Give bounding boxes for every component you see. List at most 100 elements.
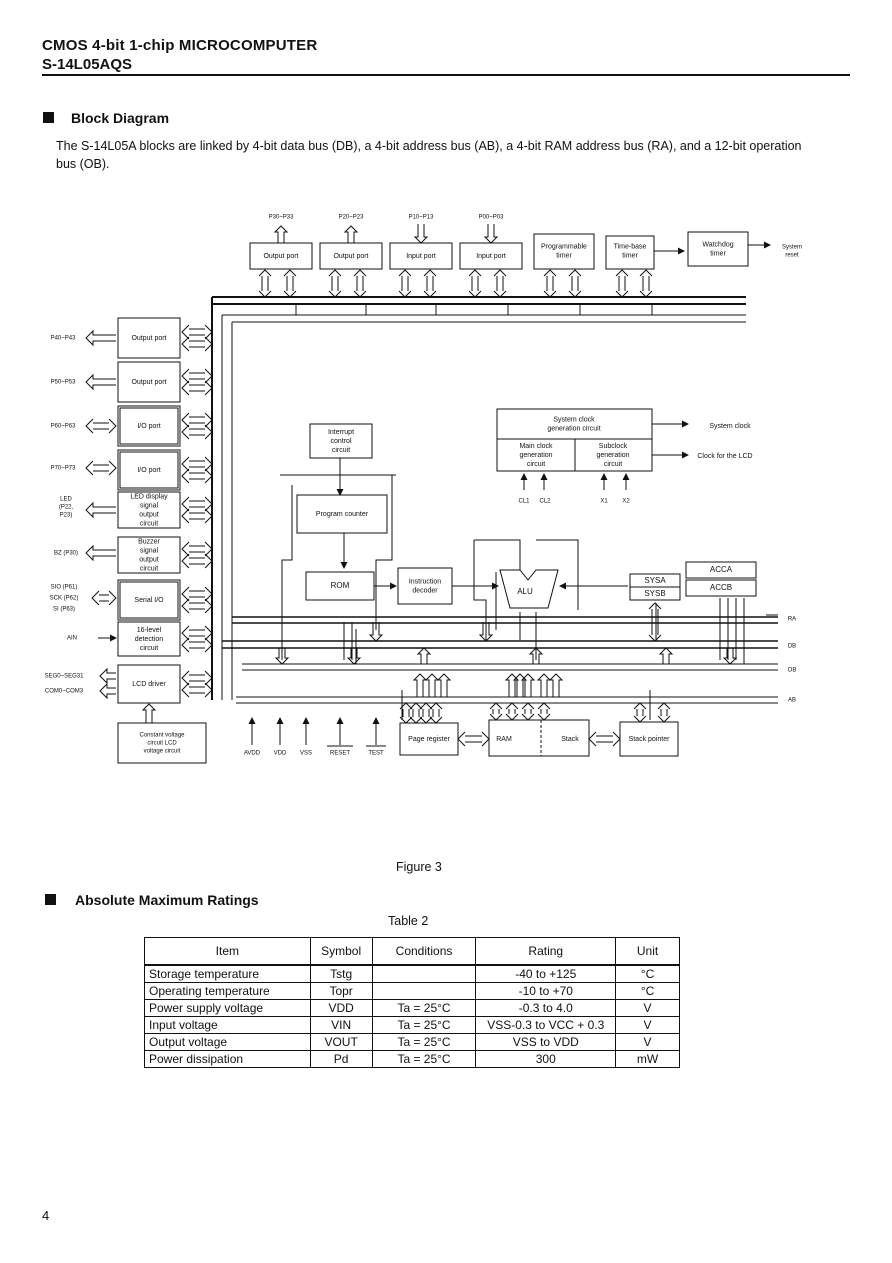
accb-box xyxy=(685,579,757,597)
port-bus-arrow xyxy=(398,269,412,298)
port-bus-arrow xyxy=(283,269,297,298)
stack-label: Stack xyxy=(561,736,579,743)
cell-unit: V xyxy=(615,1016,680,1034)
sys-bus-arrow xyxy=(648,602,662,642)
db-down-arrow xyxy=(346,648,362,665)
left-bus-arrow xyxy=(181,682,213,698)
left-block-4 xyxy=(117,491,181,529)
ab-up-arrow xyxy=(424,673,440,697)
subclock-box xyxy=(574,438,653,472)
bus-label-DB: DB xyxy=(788,644,796,650)
ra-down-arrow xyxy=(368,622,384,642)
left-bus-arrow xyxy=(181,368,213,384)
left-block-2-inner xyxy=(119,407,179,445)
ram-stack-box xyxy=(488,719,590,757)
interrupt-label: Interrupt xyxy=(328,429,354,436)
interrupt-label: circuit xyxy=(332,447,350,454)
left-bus-arrow xyxy=(181,508,213,524)
system-reset-label: reset xyxy=(785,253,799,259)
top-pin-label: P30~P33 xyxy=(269,215,295,221)
instruction-decoder-box xyxy=(397,567,453,605)
db-up-arrow xyxy=(416,647,432,664)
input-arrow xyxy=(483,224,499,244)
cell-conditions: Ta = 25°C xyxy=(371,1016,477,1034)
page-bus-arrow xyxy=(429,702,443,724)
programmable-timer-label: Programmable xyxy=(541,243,587,250)
left-bus-arrow xyxy=(181,412,213,428)
cell-conditions xyxy=(371,964,477,983)
left-bus-arrow xyxy=(181,598,213,614)
lcd-voltage-arrow xyxy=(141,703,157,723)
timer-bus-arrow xyxy=(639,269,653,298)
rom-label: ROM xyxy=(331,581,350,590)
col-symbol: Symbol xyxy=(309,937,373,966)
main-clock-label: Main clock xyxy=(519,443,553,450)
stack-pointer-box xyxy=(619,721,679,757)
clock-pin-label: CL1 xyxy=(518,499,530,505)
cell-unit: °C xyxy=(615,982,680,1000)
left-block-label: output xyxy=(139,556,159,563)
left-bus-arrow xyxy=(181,670,213,686)
bus-label-AB: AB xyxy=(788,698,796,704)
bottom-pin-label: TEST xyxy=(368,751,384,757)
left-pin-label: P40~P43 xyxy=(51,336,77,342)
clock-pin-label: CL2 xyxy=(539,499,551,505)
interrupt-label: control xyxy=(330,438,351,445)
cell-unit: °C xyxy=(615,964,680,983)
cell-rating: VSS to VDD xyxy=(475,1033,617,1051)
left-block-7 xyxy=(117,621,181,657)
watchdog-timer-box xyxy=(687,231,749,267)
left-pin-label: P23) xyxy=(60,513,73,519)
main-clock-label: circuit xyxy=(527,461,545,468)
watchdog-timer-label: timer xyxy=(710,250,726,257)
program-counter-label: Program counter xyxy=(316,511,369,518)
cell-symbol: VDD xyxy=(309,999,373,1017)
constant-voltage-label: Constant voltage xyxy=(139,733,185,739)
left-bus-arrow xyxy=(181,541,213,557)
cell-conditions: Ta = 25°C xyxy=(371,1050,477,1068)
ab-up-arrow xyxy=(548,673,564,697)
page-register-label: Page register xyxy=(408,736,450,743)
figure-caption: Figure 3 xyxy=(396,860,442,874)
cell-item: Output voltage xyxy=(144,1033,311,1051)
main-clock-box xyxy=(496,438,576,472)
col-item: Item xyxy=(144,937,311,966)
left-block-label: LED display xyxy=(130,493,168,500)
ab-up-arrow xyxy=(536,673,552,697)
cell-rating: -0.3 to 4.0 xyxy=(475,999,617,1017)
left-bus-arrow xyxy=(181,496,213,512)
left-block-label: LCD driver xyxy=(132,681,166,688)
left-block-label: output xyxy=(139,511,159,518)
sysb-box xyxy=(629,586,681,601)
ab-up-arrow xyxy=(436,673,452,697)
stack-sp-arrow xyxy=(588,731,621,747)
top-port-label: Input port xyxy=(406,253,436,260)
alu-label: ALU xyxy=(517,587,533,596)
sysb-label: SYSB xyxy=(644,589,665,598)
led-pin-arrow xyxy=(85,501,116,519)
top-port-3 xyxy=(459,242,523,270)
acca-label: ACCA xyxy=(710,565,733,574)
io-pin-arrow xyxy=(85,460,117,476)
table-row: Storage temperature Tstg -40 to +125 °C xyxy=(144,964,680,983)
cell-item: Storage temperature xyxy=(144,964,311,983)
ab-up-arrow xyxy=(520,673,536,697)
cell-item: Input voltage xyxy=(144,1016,311,1034)
top-pin-label: P00~P03 xyxy=(479,215,505,221)
port-bus-arrow xyxy=(423,269,437,298)
bottom-pin-label: RESET xyxy=(330,751,350,757)
ratings-table: Item Symbol Conditions Rating Unit Stora… xyxy=(144,937,680,1068)
top-port-label: Output port xyxy=(333,253,368,260)
header-rule xyxy=(42,74,850,76)
left-block-5 xyxy=(117,536,181,574)
input-arrow xyxy=(413,224,429,244)
cell-rating: 300 xyxy=(475,1050,617,1068)
clock-pin-label: X1 xyxy=(600,499,608,505)
left-pin-label: BZ (P30) xyxy=(54,551,78,557)
left-pin-label: P60~P63 xyxy=(51,424,77,430)
block-diagram-description: The S-14L05A blocks are linked by 4-bit … xyxy=(56,139,802,171)
timer-bus-arrow xyxy=(543,269,557,298)
left-bus-arrow xyxy=(181,336,213,352)
left-block-label: I/O port xyxy=(137,423,160,430)
left-pin-label: LED xyxy=(60,497,72,503)
